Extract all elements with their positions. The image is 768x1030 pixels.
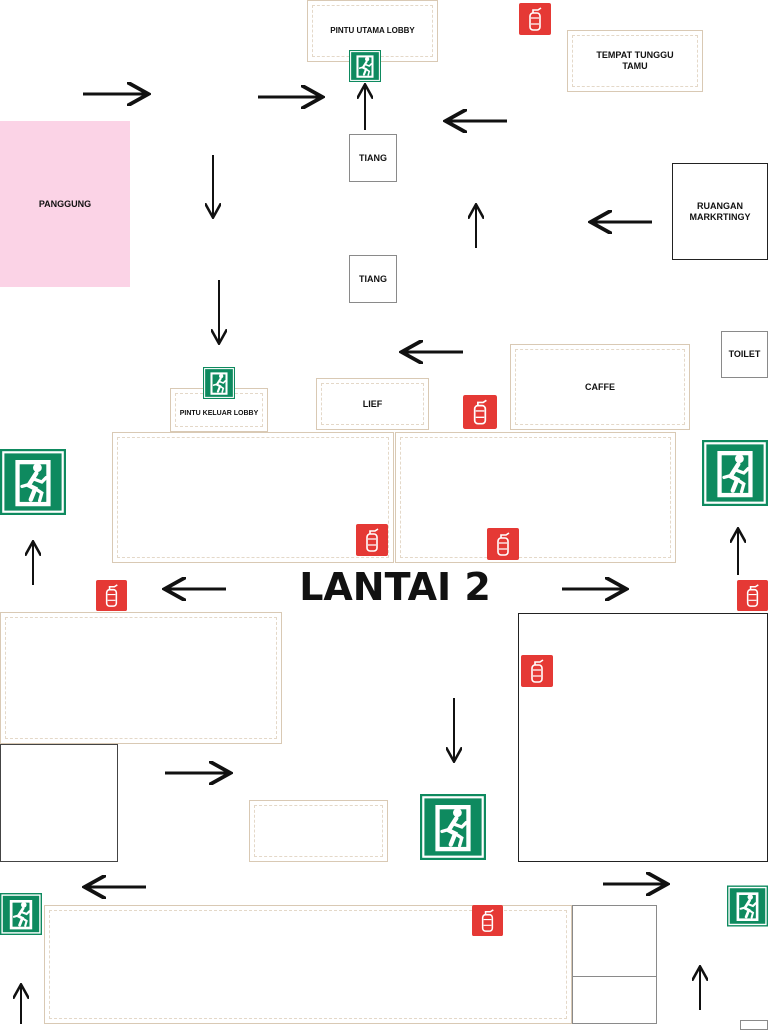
marketing-room: RUANGAN MARKRTINGY (672, 163, 768, 260)
lift-label: LIEF (362, 398, 383, 409)
room-lower-middle (249, 800, 388, 862)
stage-label: PANGGUNG (38, 198, 92, 209)
cafe-label: CAFFE (585, 381, 615, 392)
pillar-1: TIANG (349, 134, 397, 182)
room-lower-left (0, 612, 282, 744)
floor-title: LANTAI 2 (299, 565, 491, 609)
pillar-2-label: TIANG (359, 273, 387, 284)
pillar-2: TIANG (349, 255, 397, 303)
room-center-right (395, 432, 676, 563)
room-bottom-right-2 (572, 976, 657, 1024)
stage-area: PANGGUNG (0, 121, 130, 287)
room-lower-right (518, 613, 768, 862)
toilet-label: TOILET (728, 349, 761, 360)
lobby-exit-door-label: PINTU KELUAR LOBBY (179, 409, 259, 417)
marketing-room-label: RUANGAN MARKRTINGY (689, 200, 751, 222)
cafe-area: CAFFE (510, 344, 690, 430)
pillar-1-label: TIANG (359, 152, 387, 163)
guest-waiting-label: TEMPAT TUNGGU TAMU (596, 50, 674, 71)
room-small-left (0, 744, 118, 862)
main-lobby-door-label: PINTU UTAMA LOBBY (330, 26, 415, 36)
room-center-left (112, 432, 394, 563)
guest-waiting-area: TEMPAT TUNGGU TAMU (567, 30, 703, 92)
lift-area: LIEF (316, 378, 429, 430)
